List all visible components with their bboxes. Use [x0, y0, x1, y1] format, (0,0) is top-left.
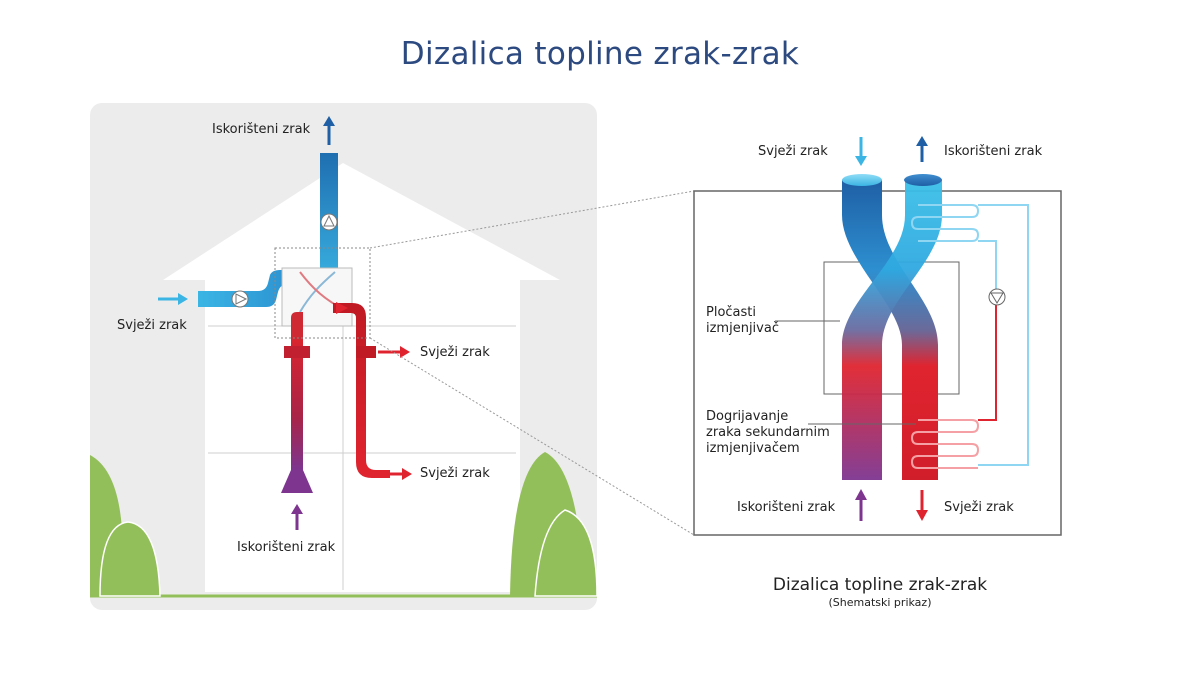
label-schem-exhaust-bottom: Iskorišteni zrak	[737, 500, 836, 515]
extract-hood	[281, 470, 313, 493]
label-fresh-out-2: Svježi zrak	[420, 466, 490, 481]
zoom-line-top	[369, 190, 695, 249]
coil-bottom	[910, 419, 980, 469]
fan-triangle-exhaust	[323, 214, 335, 227]
tube-left-path	[842, 180, 942, 480]
tube-right-path	[842, 180, 938, 480]
caption-title: Dizalica topline zrak-zrak	[772, 575, 988, 595]
arrow-up-icon-extract-schem	[855, 489, 867, 500]
arrow-right-icon-supply-1	[400, 346, 410, 358]
refrigerant-line-valve-bottom	[978, 304, 997, 421]
label-schem-fresh-top: Svježi zrak	[758, 144, 828, 159]
supply-outlet-upper	[356, 346, 376, 358]
extract-duct	[291, 340, 303, 470]
arrow-right-icon-supply-2	[402, 468, 412, 480]
arrow-up-icon-exhaust	[323, 116, 335, 126]
house-illustration	[90, 103, 598, 610]
coil-top	[910, 204, 980, 242]
compressor-triangle	[990, 292, 1004, 304]
label-schem-fresh-bottom: Svježi zrak	[944, 500, 1014, 515]
arrow-up-icon-exhaust-schem	[916, 136, 928, 146]
refrigerant-line-right	[978, 204, 1029, 466]
label-exhaust-bottom: Iskorišteni zrak	[237, 540, 336, 555]
tube-opening-exhaust	[904, 174, 942, 186]
tube-opening-fresh	[842, 174, 882, 186]
supply-inlet-arrow	[336, 302, 348, 314]
label-reheating: Dogrijavanje zraka sekundarnim izmjenjiv…	[706, 409, 830, 456]
tree-left-front	[99, 521, 161, 597]
caption-subtitle: (Shematski prikaz)	[828, 596, 932, 609]
label-plate-exchanger: Pločasti izmjenjivač	[706, 305, 779, 336]
extract-grille-upper	[284, 346, 310, 358]
refrigerant-line-valve-top	[978, 240, 997, 290]
tree-right-front	[534, 509, 598, 597]
extract-duct-top	[291, 312, 303, 340]
arrow-down-icon-supply	[916, 510, 928, 521]
zoom-box	[274, 247, 371, 339]
arrow-up-icon-extract	[291, 504, 303, 514]
zoom-line-bottom	[369, 337, 695, 536]
supply-duct	[333, 303, 390, 478]
label-schem-exhaust-top: Iskorišteni zrak	[944, 144, 1043, 159]
label-fresh-in: Svježi zrak	[117, 318, 187, 333]
fan-triangle-intake	[235, 293, 248, 305]
schematic	[693, 136, 1062, 536]
page-title: Dizalica topline zrak-zrak	[400, 36, 800, 72]
label-exhaust-top: Iskorišteni zrak	[212, 122, 311, 137]
label-fresh-out-1: Svježi zrak	[420, 345, 490, 360]
arrow-right-icon-fresh-in	[178, 293, 188, 305]
arrow-down-icon-fresh	[855, 156, 867, 166]
